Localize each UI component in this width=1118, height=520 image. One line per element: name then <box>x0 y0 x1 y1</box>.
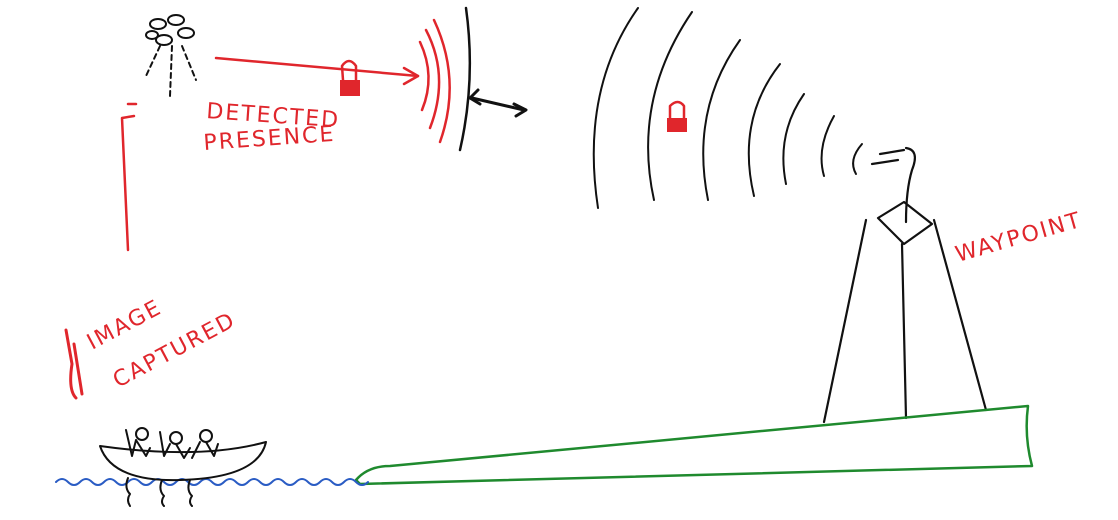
lock-icon <box>667 100 687 132</box>
detection-arrow <box>214 56 420 86</box>
boat-icon <box>99 427 267 507</box>
drone-icon <box>145 14 197 97</box>
capture-link-line <box>120 102 138 252</box>
signal-barrier-line <box>458 6 472 152</box>
tower-icon <box>822 146 988 424</box>
water-line <box>55 478 369 486</box>
detected-presence-label-line2: PRESENCE <box>203 122 336 156</box>
land-strip <box>354 404 1034 486</box>
signal-waves-black <box>592 7 863 209</box>
waypoint-label: WAYPOINT <box>953 208 1085 268</box>
signal-arcs-red <box>418 18 451 144</box>
lock-icon <box>340 59 360 96</box>
double-arrow <box>468 88 528 118</box>
capture-mark <box>64 328 84 400</box>
